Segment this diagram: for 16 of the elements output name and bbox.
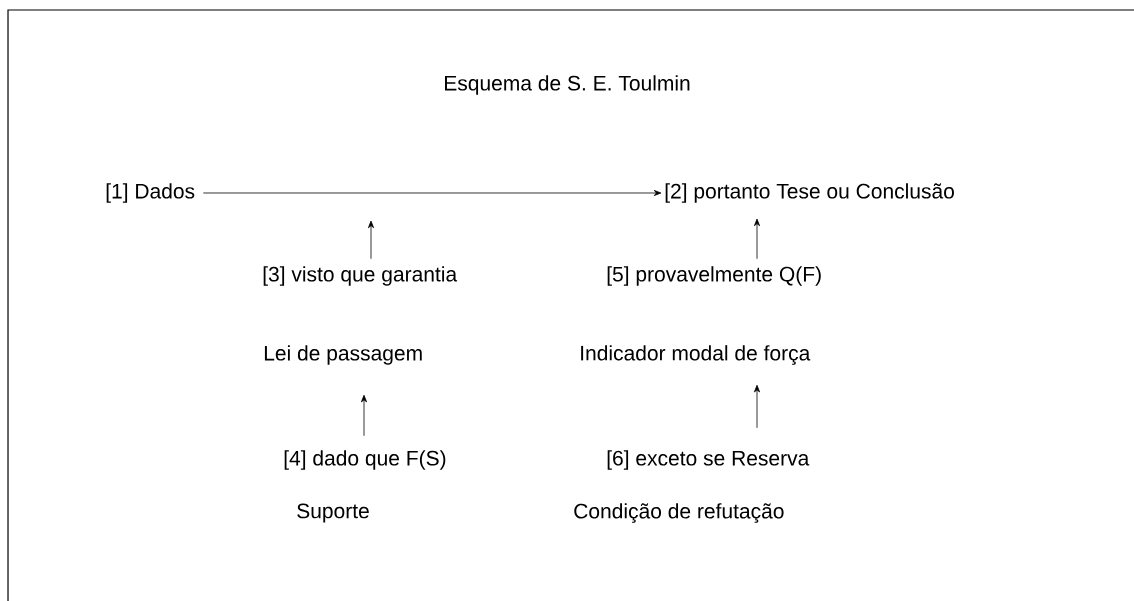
role-label: Condição de refutação [574, 503, 784, 523]
text-label: [1] Dados [106, 183, 195, 203]
arrow [754, 384, 760, 429]
role-label: Suporte [297, 503, 369, 523]
arrow [754, 218, 760, 260]
role-label: Lei de passagem [264, 345, 422, 365]
term-label: [4] dado que F(S) [284, 450, 446, 470]
role-label: Indicador modal de força [581, 345, 811, 365]
text-label: [2] portanto Tese ou Conclusão [665, 183, 954, 203]
term-label: [6] exceto se Reserva [607, 450, 810, 470]
title: Esquema de S. E. Toulmin [445, 75, 690, 95]
term-label: [5] provavelmente Q(F) [607, 266, 821, 286]
arrow [368, 220, 374, 260]
arrow [361, 394, 367, 437]
term-label: [3] visto que garantia [263, 266, 458, 286]
arrow [202, 190, 662, 196]
